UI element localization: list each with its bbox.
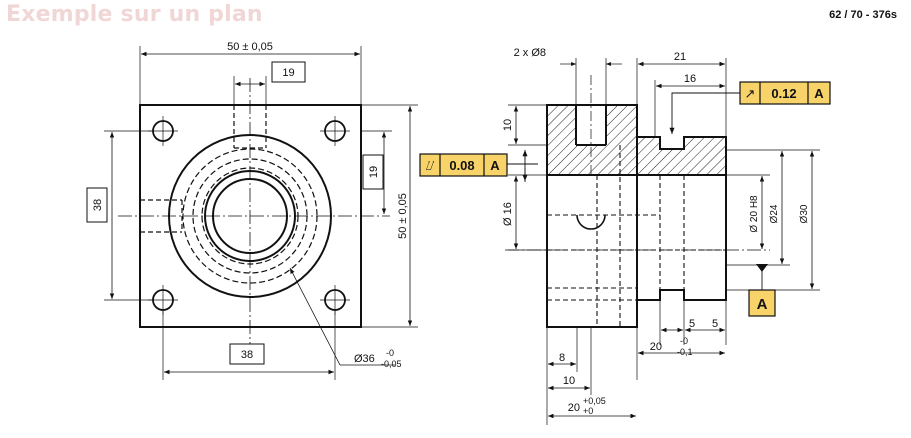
total-runout-value: 0.08 bbox=[449, 158, 474, 173]
dim-holes-text: 2 x Ø8 bbox=[514, 47, 546, 59]
dim-10-bottom-text: 10 bbox=[563, 375, 575, 387]
front-view bbox=[104, 46, 418, 380]
dim-5b-text: 5 bbox=[712, 318, 718, 330]
svg-text:-0: -0 bbox=[386, 348, 394, 358]
dim-21-text: 21 bbox=[674, 51, 686, 63]
svg-text:-0,1: -0,1 bbox=[677, 347, 693, 357]
total-runout-symbol: ⌰ bbox=[426, 158, 435, 173]
dim-d20-text: Ø 20 H8 bbox=[749, 195, 760, 233]
runout-symbol: ↗ bbox=[745, 86, 756, 101]
datum-a-box: A bbox=[748, 289, 776, 317]
slide-counter: 62 / 70 - 376s bbox=[829, 9, 897, 21]
runout-value: 0.12 bbox=[771, 86, 796, 101]
bore-outer-circle bbox=[204, 170, 296, 262]
svg-text:-0,05: -0,05 bbox=[381, 359, 402, 369]
dim-d30-text: Ø30 bbox=[799, 204, 810, 223]
svg-text:38: 38 bbox=[241, 349, 253, 361]
flange-outer-circle bbox=[168, 134, 332, 298]
dim-right-box: 19 bbox=[362, 154, 384, 190]
svg-text:38: 38 bbox=[92, 199, 104, 211]
svg-text:19: 19 bbox=[368, 166, 380, 178]
dim-20-step-text: 20 bbox=[650, 341, 662, 353]
svg-text:Ø36: Ø36 bbox=[354, 353, 375, 365]
bore-inner-circle bbox=[212, 178, 288, 254]
section-body bbox=[546, 104, 638, 328]
total-runout-datum: A bbox=[490, 158, 500, 173]
dim-d16-text: Ø 16 bbox=[502, 202, 514, 226]
svg-text:-0: -0 bbox=[680, 336, 688, 346]
section-view bbox=[505, 58, 820, 425]
total-runout-tolerance-frame: ⌰ 0.08 A bbox=[419, 153, 508, 177]
section-dimensions: 2 x Ø8 21 16 10 Ø 16 Ø 20 H8 Ø24 Ø30 5 5… bbox=[502, 47, 810, 416]
dim-8-text: 8 bbox=[559, 352, 565, 364]
svg-text:19: 19 bbox=[282, 67, 294, 79]
svg-text:A: A bbox=[757, 296, 768, 313]
svg-text:+0,05: +0,05 bbox=[583, 396, 606, 406]
runout-tolerance-frame: ↗ 0.12 A bbox=[739, 81, 831, 105]
page-title: Exemple sur un plan bbox=[6, 2, 263, 27]
dim-top-box: 19 bbox=[271, 61, 306, 83]
corner-holes bbox=[152, 120, 346, 311]
dim-16-text: 16 bbox=[684, 73, 696, 85]
dim-height-text: 50 ± 0,05 bbox=[397, 193, 409, 239]
dim-10-vertical-text: 10 bbox=[502, 119, 514, 131]
dim-d24-text: Ø24 bbox=[769, 204, 780, 223]
dim-20-total-text: 20 bbox=[568, 402, 580, 414]
dim-5a-text: 5 bbox=[689, 318, 695, 330]
dim-width-text: 50 ± 0,05 bbox=[227, 41, 273, 53]
runout-datum: A bbox=[814, 86, 824, 101]
dim-left-box: 38 bbox=[86, 187, 108, 223]
svg-text:+0: +0 bbox=[583, 406, 593, 416]
hidden-slots bbox=[140, 105, 267, 233]
dim-diameter-36: Ø36 -0 -0,05 bbox=[354, 348, 402, 369]
dim-bottom-box: 38 bbox=[229, 343, 265, 365]
